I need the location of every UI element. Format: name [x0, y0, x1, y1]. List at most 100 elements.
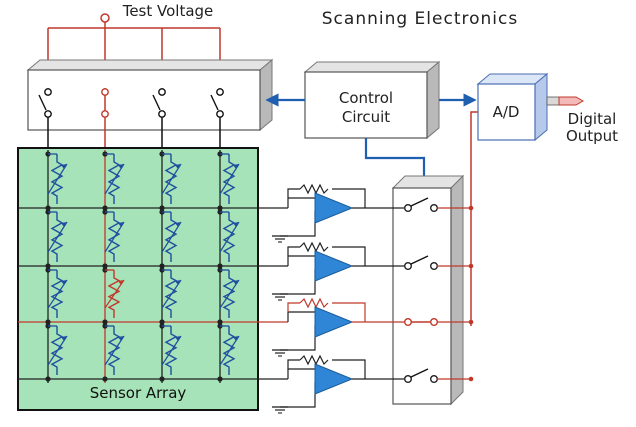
junction-dot — [159, 319, 165, 325]
bus-junction — [468, 376, 474, 382]
variable-arrowhead — [61, 336, 67, 341]
sensor-element — [159, 323, 182, 375]
variable-arrow — [219, 335, 240, 366]
junction-dot — [159, 376, 165, 382]
column-switch — [38, 88, 52, 150]
variable-arrowhead — [118, 164, 124, 169]
variable-arrowhead — [175, 164, 181, 169]
variable-arrow — [47, 221, 68, 253]
variable-arrowhead — [61, 222, 67, 227]
variable-arrow — [161, 163, 182, 195]
switch-blade-open — [210, 94, 219, 111]
amplifier-triangle — [314, 306, 354, 338]
variable-arrow — [47, 163, 68, 195]
junction-dot — [45, 376, 51, 382]
variable-arrow — [161, 335, 182, 366]
sensor-element — [159, 267, 182, 318]
digital-output-label-1: Digital — [568, 110, 617, 128]
feedback-wire — [332, 246, 366, 266]
digital-output-connector — [546, 96, 585, 106]
sensor-element — [102, 323, 125, 375]
variable-arrowhead — [175, 222, 181, 227]
junction-dot — [102, 376, 108, 382]
switch-contact — [430, 262, 439, 271]
switch-contact — [44, 88, 52, 96]
sensor-element — [159, 151, 182, 204]
amplifier-triangle — [314, 192, 354, 224]
feedback-wire — [287, 197, 318, 208]
amplifier-stage — [272, 183, 474, 243]
variable-arrowhead — [61, 280, 67, 285]
sensor-array — [17, 147, 259, 411]
ground-wire — [280, 269, 316, 295]
feedback-wire — [287, 359, 300, 369]
switch-blade-open — [410, 368, 429, 378]
feedback-wire — [287, 302, 300, 312]
switch-contact — [404, 262, 413, 271]
test-voltage-bus — [47, 18, 221, 88]
variable-arrowhead — [233, 222, 239, 227]
sensor-element — [45, 151, 68, 204]
variable-arrowhead — [61, 164, 67, 169]
sensor-element — [45, 267, 68, 318]
switch-contact — [430, 318, 439, 327]
ground-wire — [280, 211, 316, 237]
variable-arrow — [219, 221, 240, 253]
sensor-element — [102, 267, 125, 318]
amplifier-triangle — [314, 363, 354, 395]
variable-arrowhead — [175, 280, 181, 285]
junction-dot — [159, 205, 165, 211]
sensor-element — [102, 209, 125, 262]
junction-dot — [102, 319, 108, 325]
switch-blade-open — [152, 94, 161, 111]
sensor-element — [45, 209, 68, 262]
feedback-resistor — [299, 183, 329, 195]
feedback-wire — [287, 188, 300, 198]
variable-arrowhead — [233, 280, 239, 285]
switch-contact — [404, 375, 413, 384]
switch-blade-open — [410, 255, 429, 265]
control-circuit-label-1: Control — [339, 89, 393, 107]
adc-box: A/D — [476, 72, 549, 142]
amplifier-stages — [272, 183, 474, 414]
variable-arrow — [161, 221, 182, 253]
switch-blade-open — [410, 197, 429, 207]
junction-dot — [217, 263, 223, 269]
column-switch-box — [26, 58, 274, 132]
junction-dot — [159, 263, 165, 269]
amplifier-stage — [272, 354, 474, 414]
amplifier-stage — [272, 241, 474, 301]
switch-contact — [101, 110, 109, 118]
switch-blade-open — [38, 94, 47, 111]
switch-contact — [44, 110, 52, 118]
junction-dot — [217, 205, 223, 211]
sensor-element — [217, 209, 240, 262]
feedback-wire — [332, 359, 366, 379]
junction-dot — [45, 205, 51, 211]
variable-arrowhead — [118, 336, 124, 341]
sensor-array-label: Sensor Array — [90, 384, 187, 402]
switch-contact — [430, 375, 439, 384]
junction-dot — [102, 205, 108, 211]
junction-dot — [45, 263, 51, 269]
switch-contact — [158, 110, 166, 118]
variable-arrow — [47, 335, 68, 366]
feedback-resistor — [299, 354, 329, 366]
amplifier-triangle — [314, 250, 354, 282]
switch-contact — [404, 203, 413, 212]
sensor-element — [217, 267, 240, 318]
sensor-element — [217, 323, 240, 375]
ground-wire — [280, 382, 316, 408]
variable-arrowhead — [118, 280, 124, 285]
switch-contact — [216, 88, 224, 96]
variable-arrow — [104, 221, 125, 253]
junction-dot — [217, 319, 223, 325]
feedback-wire — [287, 246, 300, 256]
switch-contact — [430, 203, 439, 212]
ground-wire — [280, 325, 316, 351]
variable-arrow — [104, 335, 125, 366]
control-circuit-box: Control Circuit — [303, 60, 441, 140]
variable-arrowhead — [118, 222, 124, 227]
